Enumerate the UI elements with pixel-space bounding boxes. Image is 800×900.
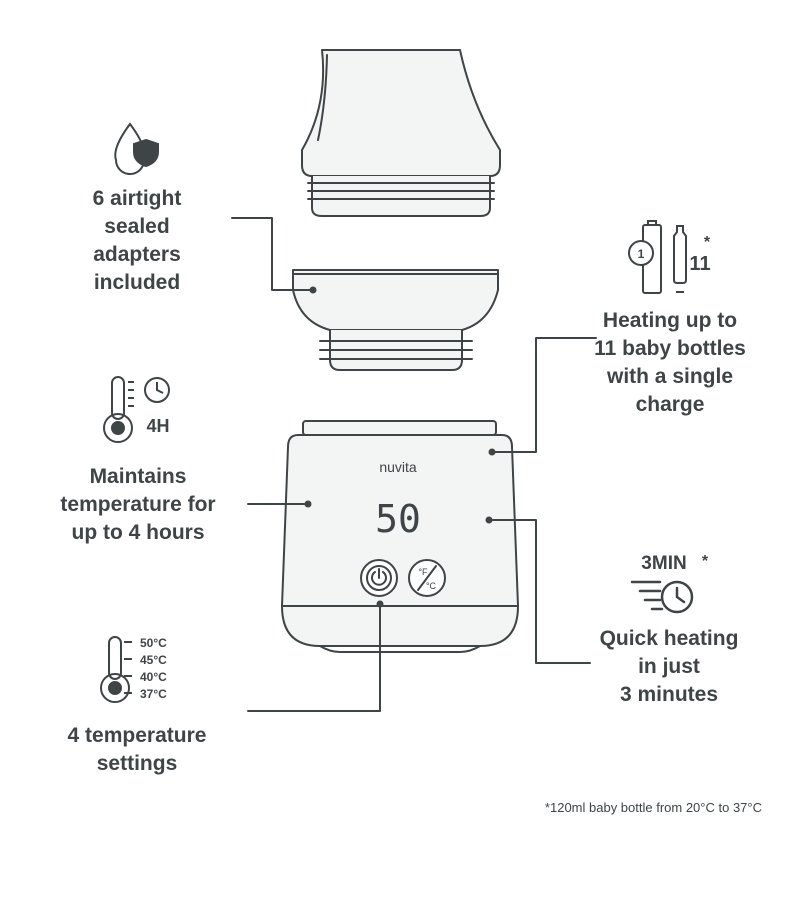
adapters-label: 6 airtight sealed adapters included xyxy=(92,187,182,294)
scale-45: 45°C xyxy=(140,653,167,667)
unit-button-f: °F xyxy=(418,567,428,577)
quick-asterisk: * xyxy=(702,553,709,570)
scale-50: 50°C xyxy=(140,636,167,650)
hours-text: 4H xyxy=(146,416,169,436)
bottle-drawing xyxy=(301,49,501,217)
bottles-label: Heating up to 11 baby bottles with a sin… xyxy=(594,309,746,416)
quick-label: Quick heating in just 3 minutes xyxy=(599,627,739,706)
drop-shield-icon xyxy=(114,122,159,175)
thermometer-clock-icon xyxy=(103,376,170,443)
battery-charge-text: 1 xyxy=(638,247,645,261)
warmer-drawing xyxy=(281,420,519,653)
thermometer-scale-icon xyxy=(100,636,132,703)
scale-37: 37°C xyxy=(140,687,167,701)
adapter-drawing xyxy=(292,269,499,371)
maintain-label: Maintains temperature for up to 4 hours xyxy=(60,465,216,544)
fast-timer-icon xyxy=(630,580,694,614)
temps-label: 4 temperature settings xyxy=(67,724,207,775)
leader-lines xyxy=(231,217,597,712)
bottle-count-text: 11 xyxy=(689,253,710,275)
bottles-asterisk: * xyxy=(704,234,711,251)
battery-bottle-icon xyxy=(628,220,687,294)
footnote: *120ml baby bottle from 20°C to 37°C xyxy=(544,800,762,815)
three-min-text: 3MIN xyxy=(641,553,686,574)
scale-40: 40°C xyxy=(140,670,167,684)
brand-logo: nuvita xyxy=(379,459,417,475)
unit-button-c: °C xyxy=(426,581,437,591)
temperature-display: 50 xyxy=(375,497,421,541)
